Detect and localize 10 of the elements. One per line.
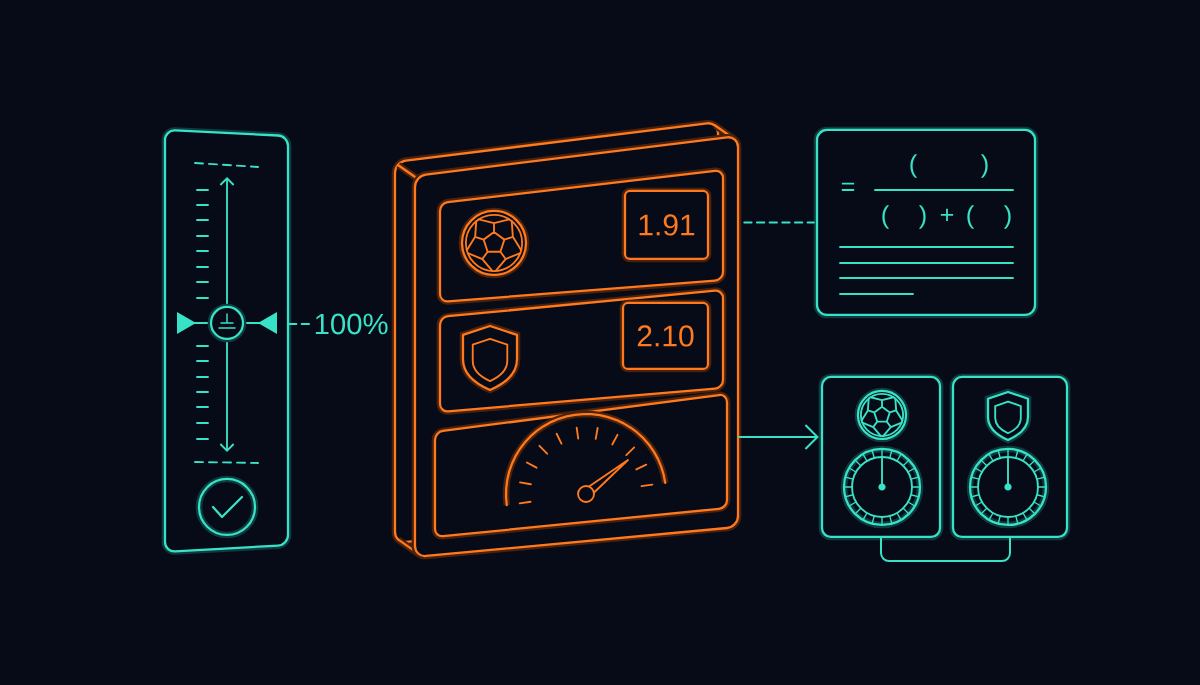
formula-card: = ( ) ( ) + ( ): [813, 126, 1039, 319]
odds-box: 1.91: [621, 187, 712, 263]
leader-line: [743, 221, 815, 224]
gauge-panel: [431, 391, 731, 540]
slider-panel: [161, 127, 292, 555]
connector-line: [880, 537, 1011, 563]
leader-line: [288, 323, 310, 325]
value-label: 100%: [315, 313, 388, 335]
odds-box: 2.10: [619, 299, 712, 373]
arrow: [738, 424, 819, 450]
